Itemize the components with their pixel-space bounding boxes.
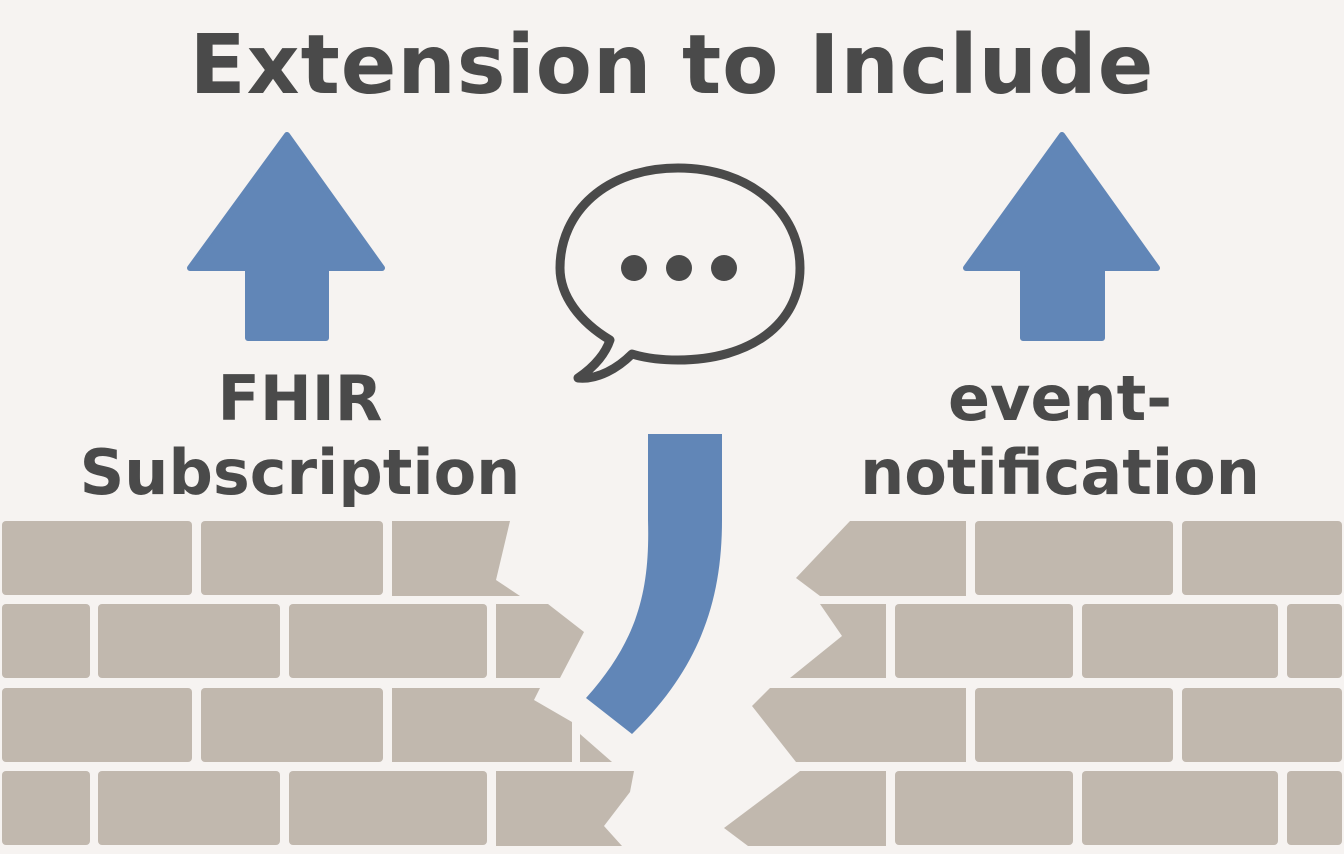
left-label-line2: Subscription (79, 436, 521, 509)
fhir-subscription-label: FHIR Subscription (60, 362, 540, 510)
dot-icon (666, 255, 692, 281)
brick-wall-right (724, 521, 1342, 846)
dot-icon (621, 255, 647, 281)
dot-icon (711, 255, 737, 281)
event-notification-label: event- notification (830, 362, 1290, 510)
left-label-line1: FHIR (217, 362, 383, 435)
speech-bubble-icon (555, 163, 805, 383)
brick-wall-left (2, 521, 634, 846)
connector-hook-icon (586, 434, 722, 734)
right-label-line2: notification (860, 436, 1260, 509)
page-title: Extension to Include (189, 18, 1155, 113)
right-label-line1: event- (947, 362, 1173, 435)
left-arrow-icon (187, 132, 385, 341)
right-arrow-icon (963, 132, 1160, 341)
